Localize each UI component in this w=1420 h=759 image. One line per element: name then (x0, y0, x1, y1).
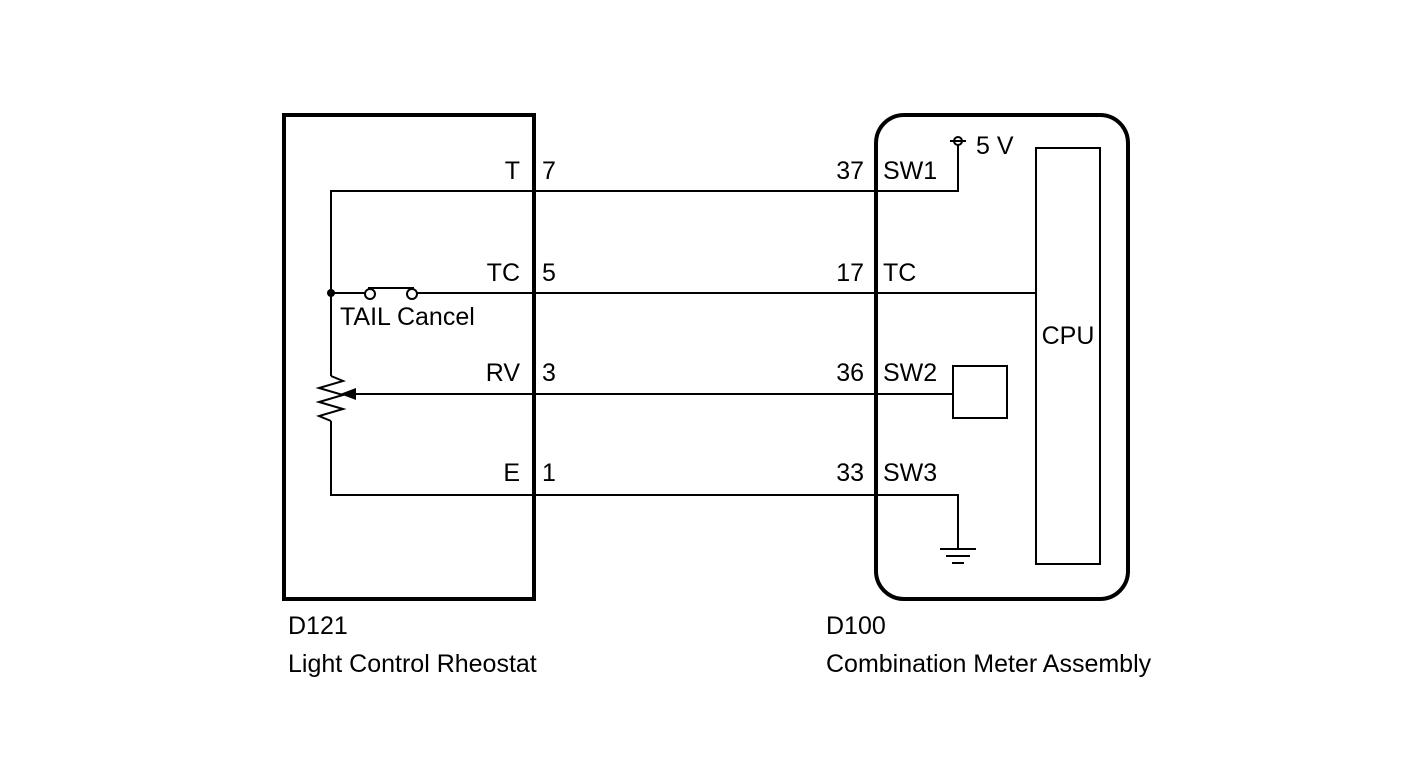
right-component-code: D100 (826, 612, 886, 640)
wire-t-sw1 (330, 144, 959, 293)
wire-e-sw3 (330, 421, 959, 548)
pin-label-tc-left: TC (487, 259, 520, 287)
pin-number-3: 3 (542, 359, 556, 387)
pin-label-sw2: SW2 (883, 359, 937, 387)
supply-5v-label: 5 V (976, 132, 1014, 160)
rheostat-resistor-icon (315, 375, 347, 422)
tail-cancel-label: TAIL Cancel (340, 303, 475, 331)
left-component-code: D121 (288, 612, 348, 640)
pin-label-t: T (505, 157, 520, 185)
pin-label-sw3: SW3 (883, 459, 937, 487)
combination-meter-box (874, 113, 1130, 601)
cpu-block (1035, 147, 1101, 565)
pin-number-36: 36 (836, 359, 864, 387)
pin-label-tc-right: TC (883, 259, 916, 287)
switch-contact-left-icon (364, 288, 376, 300)
pin-number-37: 37 (836, 157, 864, 185)
switch-contact-right-icon (406, 288, 418, 300)
pin-label-rv: RV (486, 359, 521, 387)
pin-label-e: E (503, 459, 520, 487)
left-component-name: Light Control Rheostat (288, 650, 537, 678)
right-component-name: Combination Meter Assembly (826, 650, 1152, 678)
pin-number-17: 17 (836, 259, 864, 287)
pin-number-7: 7 (542, 157, 556, 185)
cpu-label: CPU (1042, 322, 1095, 350)
pin-number-33: 33 (836, 459, 864, 487)
pin-number-1: 1 (542, 459, 556, 487)
pin-label-sw1: SW1 (883, 157, 937, 185)
pin-number-5: 5 (542, 259, 556, 287)
light-control-rheostat-box (282, 113, 536, 601)
sw2-block (952, 365, 1008, 419)
wiper-arrow-icon (340, 388, 356, 400)
